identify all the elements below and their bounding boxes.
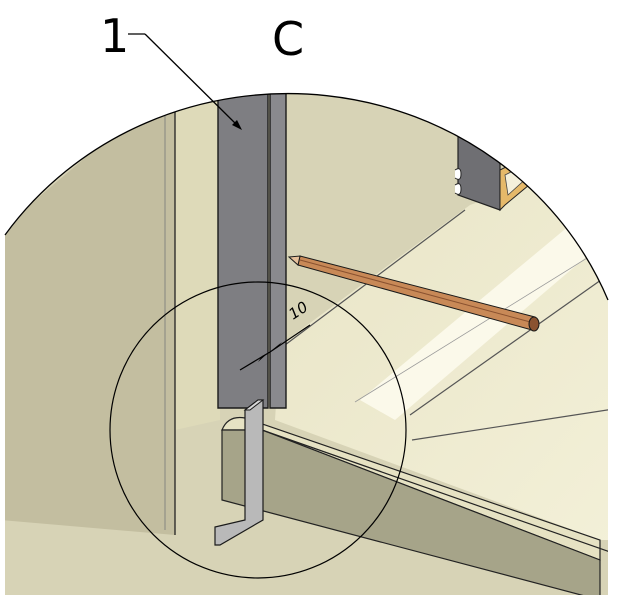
threshold-top — [221, 416, 601, 561]
floor-highlight — [360, 225, 600, 420]
hinge-bracket — [457, 124, 501, 211]
floor-line-2 — [409, 274, 608, 416]
pencil-facet — [299, 259, 535, 324]
l-bracket-top — [243, 399, 265, 411]
detail-view: 10 — [5, 93, 608, 595]
hinge-slot-2 — [454, 183, 462, 195]
wall-post — [165, 93, 220, 430]
floor-line-3 — [411, 407, 608, 441]
dim-arrow-right — [272, 342, 282, 350]
zoom-circle — [109, 281, 407, 579]
threshold-edge — [261, 429, 608, 553]
pencil-tip — [287, 255, 301, 266]
pencil-end — [528, 316, 540, 332]
view-letter: C — [272, 12, 304, 66]
dim-arrow-left — [258, 353, 268, 362]
callout-arrow — [232, 120, 242, 130]
callout-leader-diagonal — [144, 33, 241, 129]
detail-view-outline — [4, 93, 609, 301]
hinge-slot-1 — [454, 168, 462, 180]
part-number: 1 — [100, 9, 129, 63]
part-callout: 1 — [100, 9, 242, 130]
left-wall — [5, 93, 175, 535]
spacer-plate-side — [269, 93, 287, 409]
pencil — [287, 255, 540, 332]
spacer-plate — [217, 93, 269, 409]
